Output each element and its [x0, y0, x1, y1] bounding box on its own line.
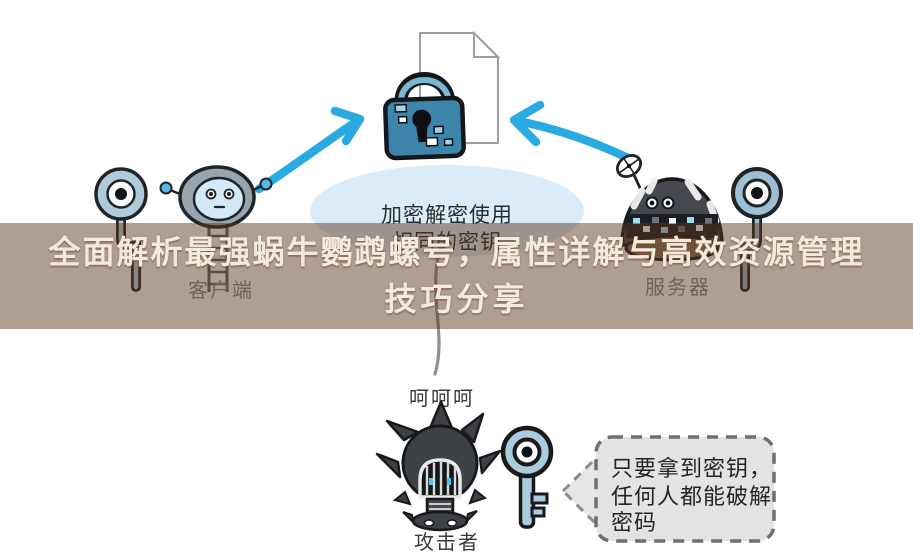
server-robot: [616, 154, 724, 262]
attacker-shoulder: [392, 490, 412, 506]
robot-ladder-rungs: [209, 234, 227, 286]
key-icon: [500, 425, 554, 529]
ellipse-caption-line1: 加密解密使用: [381, 204, 513, 227]
robot-pupil: [227, 192, 231, 196]
client-to-lock-arrow-icon: [254, 106, 365, 194]
dish-stem: [632, 173, 642, 190]
pole-stem: [118, 212, 139, 290]
attacker-eye: [447, 478, 451, 485]
arrow-head: [509, 100, 545, 147]
server-pupil: [649, 200, 655, 206]
bubble-line1: 只要拿到密钥，: [611, 456, 772, 481]
robot-antenna-tip: [259, 177, 273, 191]
robot-face: [192, 176, 246, 222]
key-tooth: [530, 506, 546, 518]
client-key-pole-icon: [94, 167, 148, 292]
pole-stem: [742, 214, 760, 290]
attacker-spikes: [375, 400, 502, 479]
attacker-neck-stripes: [429, 503, 451, 510]
robot-pupil: [209, 192, 213, 196]
arrow-shaft: [513, 116, 633, 163]
shared-key-ellipse: 加密解密使用 相同的密钥: [310, 165, 584, 376]
attacker-speech-bubble: 只要拿到密钥， 任何人都能破解 密码: [594, 435, 776, 543]
attacker-eye: [429, 478, 433, 485]
ellipse-tail-line: [433, 254, 441, 376]
document-fold-corner: [473, 30, 501, 58]
robot-antenna-tip: [159, 181, 173, 195]
arrow-head: [330, 106, 365, 146]
article-title-line2: 技巧分享: [384, 281, 529, 317]
lock-deco-square: [433, 125, 444, 135]
key-tooth: [530, 492, 549, 505]
key-ring-dot: [521, 446, 533, 458]
lock-shackle: [397, 77, 452, 107]
ellipse-caption-line2: 相同的密钥: [392, 231, 502, 254]
client-label: 客户端: [188, 279, 254, 302]
server-base: [624, 234, 720, 262]
attacker-toe: [446, 519, 458, 527]
server-to-lock-arrow-icon: [509, 100, 633, 163]
pole-head-dot: [115, 188, 127, 200]
article-title-line1: 全面解析最强蜗牛鹦鹉螺号，属性详解与高效资源管理: [48, 234, 865, 270]
lock-keyhole-slot: [415, 122, 428, 143]
attacker-visor-bars: [425, 462, 457, 495]
bubble-box: [594, 435, 776, 543]
lock-deco-square: [425, 136, 439, 147]
lock-deco-square: [394, 103, 408, 113]
arrow-shaft: [254, 116, 362, 194]
server-pixel-lights: [633, 217, 712, 233]
dashed-arrow-icon: [561, 450, 604, 532]
satellite-dish-icon: [616, 154, 642, 190]
title-banner-overlay: 全面解析最强蜗牛鹦鹉螺号，属性详解与高效资源管理 技巧分享: [0, 223, 913, 329]
attacker-toe: [423, 519, 435, 527]
attacker-base: [411, 510, 469, 532]
ellipse-shape: [310, 165, 584, 257]
attacker-laugh-text: 呵呵呵: [409, 388, 475, 410]
lock-deco-square: [443, 138, 454, 147]
server-label: 服务器: [645, 276, 711, 299]
pole-head-dot: [751, 187, 763, 199]
bubble-line3: 密码: [611, 510, 657, 535]
lock-deco-square: [397, 115, 408, 124]
attacker-label: 攻击者: [414, 531, 480, 554]
server-key-pole-icon: [731, 167, 783, 292]
dish-center-dot: [626, 163, 632, 169]
lock-icon: [383, 72, 466, 161]
attacker-character: [375, 400, 502, 532]
server-pupil: [665, 200, 671, 206]
client-robot: [159, 165, 273, 292]
attacker-shoulder: [468, 488, 488, 505]
bubble-line2: 任何人都能破解: [611, 484, 772, 509]
